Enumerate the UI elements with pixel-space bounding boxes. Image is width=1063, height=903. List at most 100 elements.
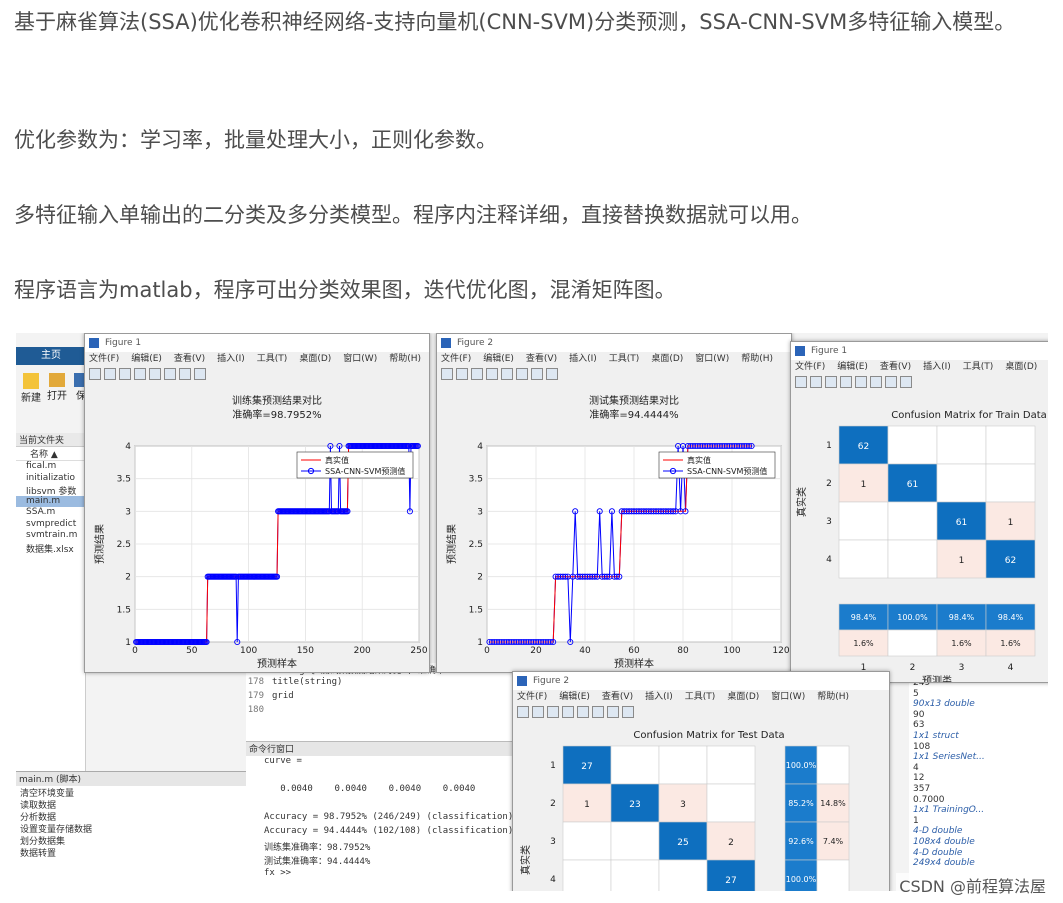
file-item-selected[interactable]: main.m <box>16 495 85 507</box>
figure-train-prediction[interactable]: Figure 1 文件(F) 编辑(E) 查看(V) 插入(I) 工具(T) 桌面(D) 窗… <box>84 333 430 673</box>
figure-menu-item[interactable]: 工具(T) <box>608 354 640 364</box>
open-button[interactable]: 打开 <box>46 373 68 402</box>
figure-menu-item[interactable]: 插入(I) <box>645 692 673 702</box>
figure-titlebar[interactable]: Figure 1 <box>85 334 429 352</box>
command-window[interactable]: 命令行窗口 curve = 0.0040 0.0040 0.0040 0.004… <box>246 741 530 891</box>
figure-test-confusion[interactable]: Figure 2 文件(F) 编辑(E) 查看(V) 插入(I) 工具(T) 桌面(D) 窗… <box>512 671 890 891</box>
pointer-icon[interactable] <box>194 368 206 380</box>
legend-icon[interactable] <box>607 706 619 718</box>
save-icon[interactable] <box>119 368 131 380</box>
outline-item[interactable]: 数据转置 <box>20 849 57 859</box>
new-button[interactable]: 新建 <box>20 373 42 404</box>
zoom-icon[interactable] <box>577 706 589 718</box>
figure-menu-item[interactable]: 插入(I) <box>217 354 245 364</box>
figure-menu-item[interactable]: 窗口(W) <box>343 354 378 364</box>
figure-menu-item[interactable]: 插入(I) <box>569 354 597 364</box>
figure-menu-item[interactable]: 查看(V) <box>173 354 206 364</box>
legend-icon[interactable] <box>179 368 191 380</box>
open-file-icon[interactable] <box>104 368 116 380</box>
pointer-icon[interactable] <box>900 376 912 388</box>
legend-icon[interactable] <box>885 376 897 388</box>
colorbar-icon[interactable] <box>870 376 882 388</box>
figure-menu-item[interactable]: 编辑(E) <box>837 362 868 372</box>
colorbar-icon[interactable] <box>516 368 528 380</box>
print-icon[interactable] <box>486 368 498 380</box>
figure-menu-item[interactable]: 桌面(D) <box>727 692 760 702</box>
figure-menu-item[interactable]: 工具(T) <box>256 354 288 364</box>
figure-train-confusion[interactable]: Figure 1 文件(F)编辑(E)查看(V)插入(I)工具(T)桌面(D)窗… <box>790 341 1048 683</box>
file-item[interactable]: fical.m <box>26 461 57 471</box>
figure-menu-item[interactable]: 查看(V) <box>601 692 634 702</box>
outline-item[interactable]: 划分数据集 <box>20 837 66 847</box>
pointer-icon[interactable] <box>546 368 558 380</box>
figure-menu-item[interactable]: 文件(F) <box>89 354 120 364</box>
figure-menu-item[interactable]: 帮助(H) <box>741 354 773 364</box>
figure-menu-item[interactable]: 查看(V) <box>525 354 558 364</box>
save-icon[interactable] <box>547 706 559 718</box>
file-item[interactable]: 数据集.xlsx <box>26 544 74 554</box>
matrix-cell <box>838 539 889 579</box>
chart-title: Confusion Matrix for Test Data <box>633 730 784 741</box>
zoom-icon[interactable] <box>501 368 513 380</box>
figure-menu-item[interactable]: 编辑(E) <box>131 354 162 364</box>
colorbar-icon[interactable] <box>164 368 176 380</box>
new-figure-icon[interactable] <box>795 376 807 388</box>
name-column-header[interactable]: 名称 ▲ <box>16 447 85 461</box>
file-item[interactable]: initializatio <box>26 472 76 483</box>
print-icon[interactable] <box>840 376 852 388</box>
outline-item[interactable]: 设置变量存储数据 <box>20 825 93 835</box>
figure-menu-item[interactable]: 编辑(E) <box>559 692 590 702</box>
figure-menu-item[interactable]: 帮助(H) <box>817 692 849 702</box>
figure-menu-item[interactable]: 桌面(D) <box>299 354 332 364</box>
y-tick-label: 3.5 <box>117 475 131 485</box>
file-item[interactable]: svmpredict <box>26 518 77 529</box>
file-item[interactable]: libsvm 参数 <box>26 487 77 496</box>
figure-menu-item[interactable]: 桌面(D) <box>651 354 684 364</box>
figure-titlebar[interactable]: Figure 1 <box>791 342 1048 360</box>
file-item[interactable]: svmtrain.m <box>26 530 78 540</box>
figure-menu-item[interactable]: 窗口(W) <box>771 692 806 702</box>
figure-titlebar[interactable]: Figure 2 <box>513 672 889 690</box>
figure-menu-item[interactable]: 插入(I) <box>923 362 951 372</box>
open-file-icon[interactable] <box>456 368 468 380</box>
save-icon[interactable] <box>471 368 483 380</box>
new-figure-icon[interactable] <box>517 706 529 718</box>
figure-menu-item[interactable]: 文件(F) <box>441 354 472 364</box>
save-icon[interactable] <box>825 376 837 388</box>
colorbar-icon[interactable] <box>592 706 604 718</box>
workspace-value: 90x13 double <box>913 699 975 710</box>
pointer-icon[interactable] <box>622 706 634 718</box>
figure-test-prediction[interactable]: Figure 2 文件(F) 编辑(E) 查看(V) 插入(I) 工具(T) 桌面(D) 窗… <box>436 333 792 673</box>
tab-home[interactable]: 主页 <box>16 347 86 365</box>
command-prompt[interactable]: fx >> <box>264 868 292 878</box>
outline-item[interactable]: 读取数据 <box>20 801 57 811</box>
workspace-value: 90 <box>913 709 925 720</box>
file-item[interactable]: SSA.m <box>26 507 56 517</box>
zoom-icon[interactable] <box>149 368 161 380</box>
figure-menu-item[interactable]: 文件(F) <box>517 692 548 702</box>
figure-menu-item[interactable]: 查看(V) <box>879 362 912 372</box>
figure-menu-item[interactable]: 编辑(E) <box>483 354 514 364</box>
figure-menu-item[interactable]: 工具(T) <box>962 362 994 372</box>
print-icon[interactable] <box>562 706 574 718</box>
legend-icon[interactable] <box>531 368 543 380</box>
outline-item[interactable]: 清空环境变量 <box>20 789 75 799</box>
x-tick-label: 40 <box>579 646 591 656</box>
matrix-cell <box>610 821 660 861</box>
code-editor[interactable]: 177string={'测试集预测结果对比','准确率=' num2str 17… <box>246 663 526 741</box>
zoom-icon[interactable] <box>855 376 867 388</box>
figure-menu-item[interactable]: 帮助(H) <box>389 354 421 364</box>
open-file-icon[interactable] <box>532 706 544 718</box>
open-file-icon[interactable] <box>810 376 822 388</box>
figure-titlebar[interactable]: Figure 2 <box>437 334 791 352</box>
matrix-cell <box>658 783 708 823</box>
figure-menu-item[interactable]: 窗口(W) <box>695 354 730 364</box>
figure-menu-item[interactable]: 文件(F) <box>795 362 826 372</box>
print-icon[interactable] <box>134 368 146 380</box>
outline-item[interactable]: 分析数据 <box>20 813 57 823</box>
figure-menu-item[interactable]: 工具(T) <box>684 692 716 702</box>
new-figure-icon[interactable] <box>441 368 453 380</box>
figure-toolbar <box>437 366 791 384</box>
figure-menu-item[interactable]: 桌面(D) <box>1005 362 1038 372</box>
new-figure-icon[interactable] <box>89 368 101 380</box>
